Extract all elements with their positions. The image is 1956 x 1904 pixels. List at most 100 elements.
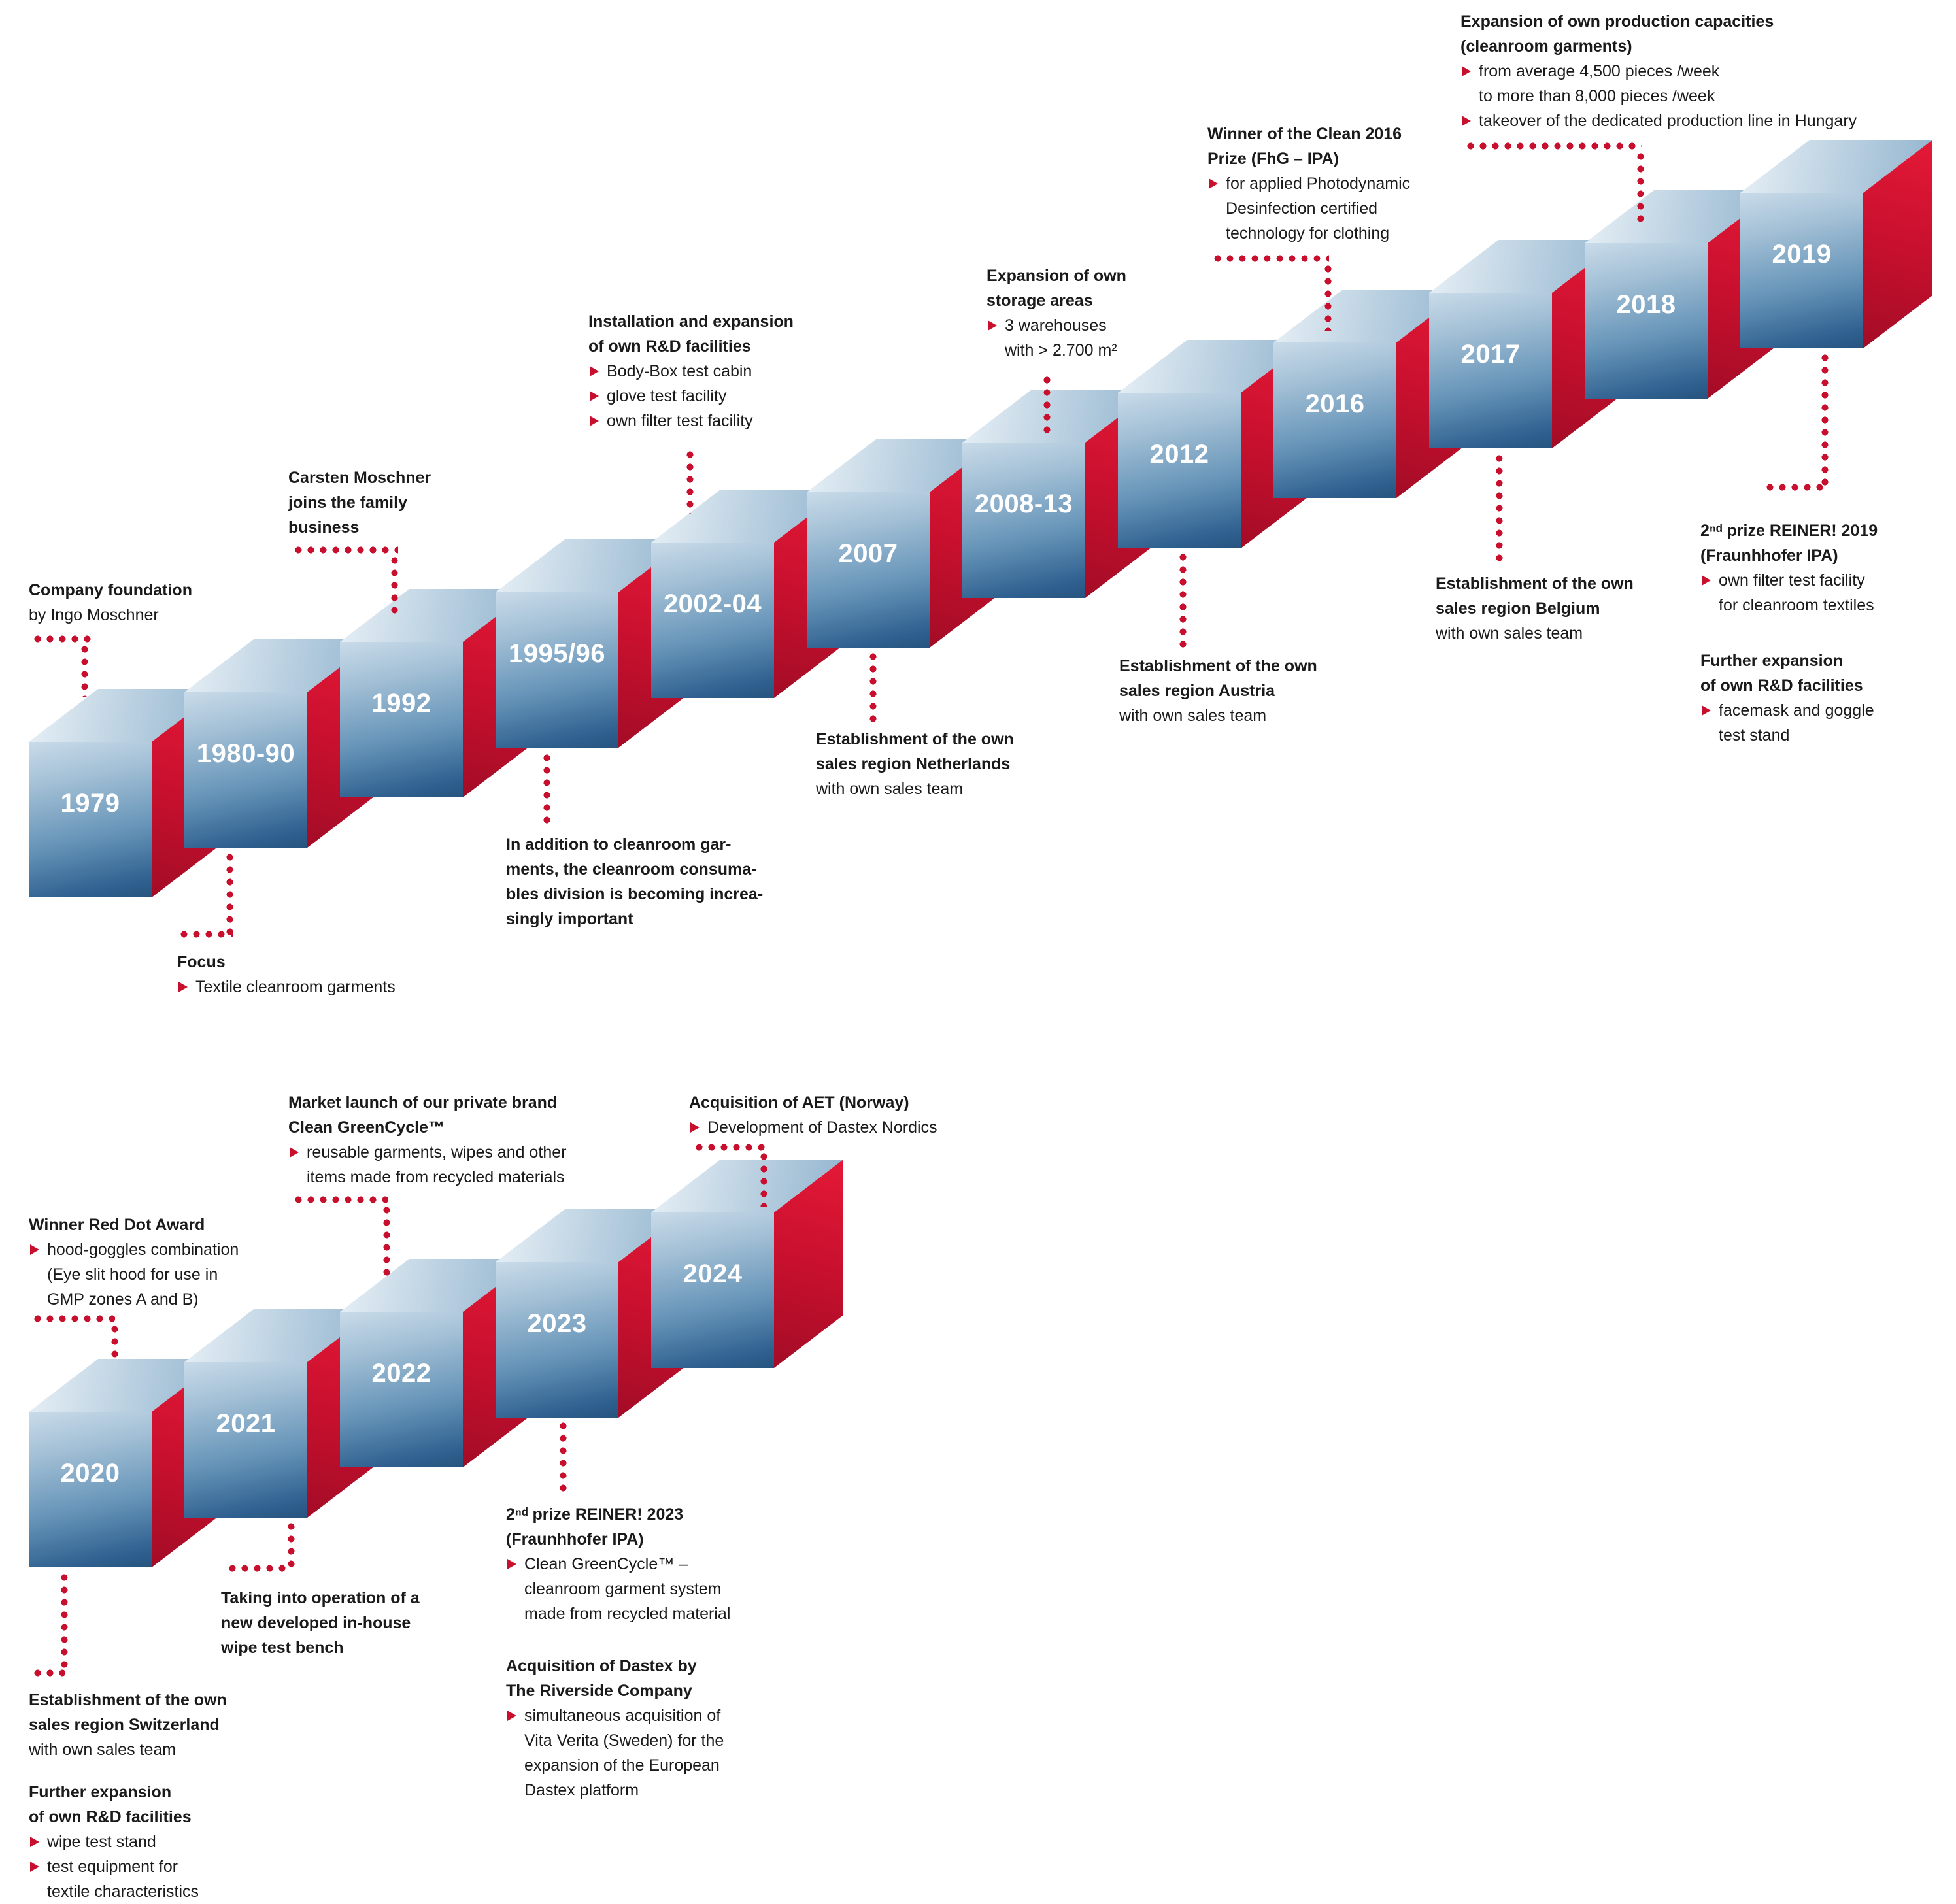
annotation-greencycle: Market launch of our private brand Clean…	[288, 1090, 628, 1190]
cube-year-label: 2008-13	[974, 490, 1073, 518]
arrow-bullet-icon	[1462, 116, 1471, 126]
dotted-connector	[31, 635, 92, 643]
bullet-item: Development of Dastex Nordics	[689, 1115, 1003, 1140]
cube-year-label: 2019	[1772, 240, 1832, 269]
dotted-connector	[391, 554, 398, 616]
annotation-title: Carsten Moschner joins the family busine…	[288, 469, 431, 537]
arrow-bullet-icon	[988, 320, 997, 331]
annotation-rd-facilities: Installation and expansion of own R&D fa…	[588, 309, 876, 433]
timeline-cube-1995-96: 1995/96	[496, 539, 688, 748]
annotation-title: Company foundation	[29, 581, 192, 599]
annotation-body: with own sales team	[29, 1741, 177, 1759]
annotation-carsten-moschner: Carsten Moschner joins the family busine…	[288, 465, 537, 540]
annotation-reiner-2023: 2ⁿᵈ prize REINER! 2023 (Fraunhhofer IPA)…	[506, 1502, 807, 1626]
dotted-connector	[1211, 255, 1329, 262]
bullet-item: own filter test facility for cleanroom t…	[1700, 568, 1949, 618]
annotation-title: Focus	[177, 953, 226, 971]
arrow-bullet-icon	[590, 366, 599, 376]
cube-year-label: 2022	[371, 1359, 431, 1388]
cube-front-face: 2024	[651, 1212, 774, 1368]
bullet-text: Textile cleanroom garments	[195, 978, 396, 996]
cube-front-face: 1992	[340, 642, 463, 797]
timeline-cube-2008-13: 2008-13	[962, 390, 1155, 598]
annotation-title: Acquisition of Dastex by The Riverside C…	[506, 1657, 697, 1700]
timeline-cube-2016: 2016	[1273, 290, 1466, 498]
annotation-consumables: In addition to cleanroom gar- ments, the…	[506, 832, 846, 931]
annotation-belgium: Establishment of the own sales region Be…	[1436, 571, 1710, 646]
dotted-connector	[31, 1315, 115, 1322]
arrow-bullet-icon	[507, 1711, 516, 1721]
timeline-cube-2002-04: 2002-04	[651, 490, 843, 698]
bullet-text: simultaneous acquisition of Vita Verita …	[524, 1707, 724, 1799]
bullet-item: Clean GreenCycle™ – cleanroom garment sy…	[506, 1552, 807, 1626]
bullet-item: own filter test facility	[588, 409, 876, 433]
dotted-connector	[178, 931, 233, 938]
dotted-connector	[292, 1196, 388, 1203]
timeline-cube-1980-90: 1980-90	[184, 639, 377, 848]
cube-year-label: 1979	[60, 789, 120, 818]
annotation-title: Further expansion of own R&D facilities	[29, 1783, 192, 1826]
annotation-title: Further expansion of own R&D facilities	[1700, 652, 1863, 695]
bullet-item: Body-Box test cabin	[588, 359, 876, 384]
timeline-cube-2007: 2007	[807, 439, 999, 648]
bullet-item: from average 4,500 pieces /week to more …	[1460, 59, 1944, 109]
bullet-item: wipe test stand	[29, 1829, 303, 1854]
dotted-connector	[1821, 352, 1829, 486]
annotation-title: Establishment of the own sales region Ne…	[816, 730, 1014, 773]
annotation-austria: Establishment of the own sales region Au…	[1119, 654, 1394, 728]
cube-year-label: 2020	[60, 1459, 120, 1488]
annotation-title: 2ⁿᵈ prize REINER! 2023 (Fraunhhofer IPA)	[506, 1505, 684, 1548]
arrow-bullet-icon	[690, 1122, 700, 1133]
cube-front-face: 2019	[1740, 193, 1863, 348]
annotation-title: 2ⁿᵈ prize REINER! 2019 (Fraunhhofer IPA)	[1700, 522, 1878, 565]
annotation-title: Expansion of own production capacities (…	[1460, 12, 1774, 56]
annotation-title: Installation and expansion of own R&D fa…	[588, 312, 794, 356]
annotation-production-capacities: Expansion of own production capacities (…	[1460, 9, 1944, 133]
annotation-switzerland: Establishment of the own sales region Sw…	[29, 1688, 303, 1762]
bullet-text: wipe test stand	[47, 1833, 156, 1851]
annotation-aet-norway: Acquisition of AET (Norway) Development …	[689, 1090, 1003, 1140]
cube-front-face: 2018	[1585, 243, 1708, 399]
arrow-bullet-icon	[1209, 178, 1218, 189]
cube-year-label: 2007	[838, 539, 898, 568]
dotted-connector	[31, 1669, 65, 1677]
cube-front-face: 2007	[807, 492, 930, 648]
dotted-connector	[1637, 150, 1644, 227]
annotation-title: Establishment of the own sales region Sw…	[29, 1691, 227, 1734]
arrow-bullet-icon	[178, 982, 188, 992]
annotation-title: Establishment of the own sales region Be…	[1436, 575, 1634, 618]
cube-front-face: 2012	[1118, 393, 1241, 548]
cube-front-face: 2023	[496, 1262, 618, 1418]
bullet-item: simultaneous acquisition of Vita Verita …	[506, 1703, 807, 1803]
timeline-cube-2020: 2020	[29, 1359, 221, 1567]
bullet-item: test equipment for textile characteristi…	[29, 1854, 303, 1904]
cube-year-label: 2018	[1616, 290, 1676, 319]
timeline-cube-2021: 2021	[184, 1309, 377, 1518]
annotation-company-foundation: Company foundation by Ingo Moschner	[29, 578, 303, 627]
bullet-item: Textile cleanroom garments	[177, 975, 465, 999]
cube-front-face: 2016	[1273, 342, 1396, 498]
annotation-netherlands: Establishment of the own sales region Ne…	[816, 727, 1090, 801]
cube-year-label: 1995/96	[508, 639, 606, 668]
annotation-title: In addition to cleanroom gar- ments, the…	[506, 835, 764, 928]
dotted-connector	[226, 1565, 290, 1572]
arrow-bullet-icon	[30, 1837, 39, 1847]
dotted-connector	[226, 851, 233, 935]
dotted-connector	[1179, 551, 1187, 650]
cube-year-label: 1992	[371, 689, 431, 718]
timeline-cube-1992: 1992	[340, 589, 532, 797]
dotted-connector	[61, 1571, 68, 1673]
cube-year-label: 1980-90	[196, 739, 295, 768]
bullet-text: facemask and goggle test stand	[1719, 701, 1874, 744]
annotation-title: Winner Red Dot Award	[29, 1216, 205, 1234]
bullet-item: glove test facility	[588, 384, 876, 409]
timeline-cube-2019: 2019	[1740, 140, 1932, 348]
arrow-bullet-icon	[590, 416, 599, 426]
bullet-item: takeover of the dedicated production lin…	[1460, 109, 1944, 133]
bullet-text: Clean GreenCycle™ – cleanroom garment sy…	[524, 1555, 731, 1623]
bullet-text: for applied Photodynamic Desinfection ce…	[1226, 175, 1411, 242]
annotation-focus: Focus Textile cleanroom garments	[177, 950, 465, 999]
annotation-title: Expansion of own storage areas	[986, 267, 1126, 310]
timeline-cube-2022: 2022	[340, 1259, 532, 1467]
arrow-bullet-icon	[30, 1244, 39, 1255]
